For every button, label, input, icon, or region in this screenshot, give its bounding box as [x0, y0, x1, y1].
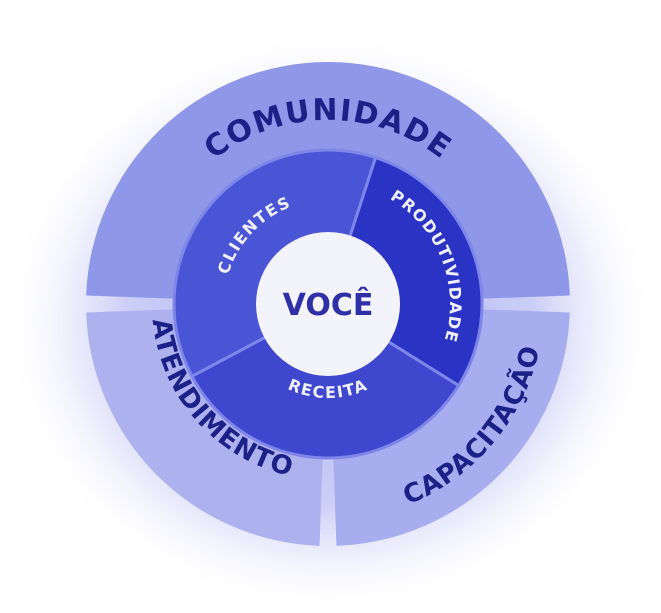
- outer-ring: [86, 61, 570, 546]
- center-label: VOCÊ: [283, 287, 374, 323]
- outer-segment-atendimento: [86, 309, 323, 546]
- outer-segment-comunidade: [86, 61, 570, 299]
- outer-segment-capacitacao: [333, 309, 570, 546]
- center-circle: [256, 232, 400, 376]
